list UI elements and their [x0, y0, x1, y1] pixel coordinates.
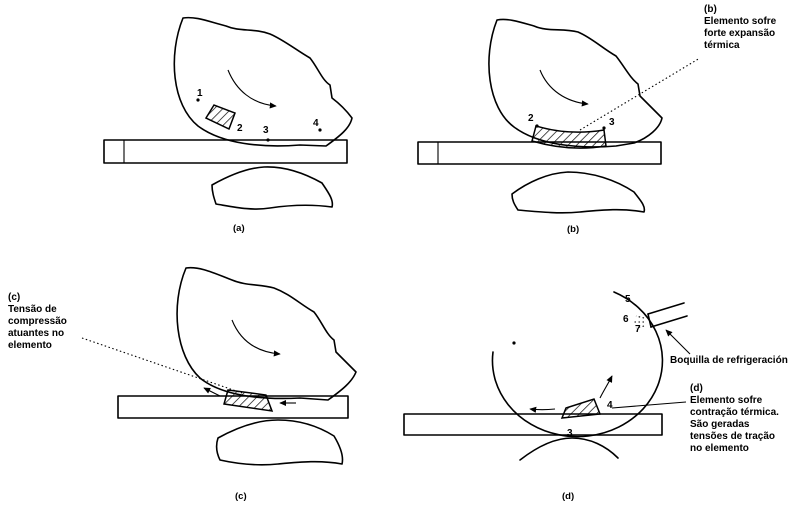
annotation-c-line-3: atuantes no [8, 328, 64, 339]
nozzle-leader-arrow [666, 330, 690, 354]
annotation-c-tag: (c) [8, 292, 20, 303]
rotation-arrow-b [540, 70, 588, 104]
point-label-5: 5 [625, 294, 631, 305]
lower-roll-b [512, 172, 644, 213]
point-marker-2b [535, 124, 538, 127]
point-label-4d: 4 [607, 400, 613, 411]
point-label-3b: 3 [609, 117, 615, 128]
annotation-d-tag: (d) [690, 383, 703, 394]
annotation-b-line-2: forte expansão [704, 28, 775, 39]
panel-c: (c) Tensão de compressão atuantes no ele… [8, 268, 356, 502]
point-label-3d: 3 [567, 428, 573, 439]
roll-d-center [512, 341, 515, 344]
panel-a: 1 2 3 4 (a) [104, 18, 352, 234]
point-marker-4 [318, 128, 321, 131]
annotation-c-line-1: Tensão de [8, 304, 57, 315]
annotation-b-line-3: térmica [704, 40, 740, 51]
hatched-element-a [206, 105, 235, 129]
cooling-nozzle [634, 303, 687, 328]
point-label-2b: 2 [528, 113, 534, 124]
lower-roll-d [520, 438, 618, 460]
annotation-d-line-2: contração térmica. [690, 407, 779, 418]
point-label-1: 1 [197, 88, 203, 99]
annotation-d-line-4: tensões de tração [690, 431, 775, 442]
panel-d: 5 6 7 4 3 Boquilla de refrigeración (d) … [404, 292, 788, 502]
lower-roll-c [217, 420, 343, 465]
rotation-arrow-a [228, 70, 276, 106]
hatched-element-b [532, 126, 606, 148]
rotation-arrow-c [232, 320, 280, 354]
point-label-6: 6 [623, 314, 629, 325]
rotation-arrow-d-up [600, 376, 612, 398]
point-marker-3 [266, 138, 269, 141]
rotation-arrow-d-left [530, 409, 555, 410]
point-label-3: 3 [263, 125, 269, 136]
hatched-element-c [224, 390, 272, 411]
point-label-7: 7 [635, 324, 641, 335]
caption-d: (d) [562, 491, 574, 502]
point-label-2: 2 [237, 123, 243, 134]
roll-b [489, 19, 662, 146]
panel-b: 2 3 (b) Elemento sofre forte expansão té… [418, 4, 777, 235]
annotation-c-line-2: compressão [8, 316, 67, 327]
annotation-b-tag: (b) [704, 4, 717, 15]
caption-b: (b) [567, 224, 579, 235]
annotation-b-line-1: Elemento sofre [704, 16, 777, 27]
annotation-d-line-3: São geradas [690, 419, 750, 430]
annotation-d-line-1: Elemento sofre [690, 395, 763, 406]
hatched-element-d [562, 399, 600, 418]
caption-c: (c) [235, 491, 247, 502]
point-marker-3b [602, 126, 605, 129]
annotation-d-line-5: no elemento [690, 443, 749, 454]
caption-a: (a) [233, 223, 245, 234]
lower-roll-a [212, 167, 332, 209]
point-label-4: 4 [313, 118, 319, 129]
nozzle-label: Boquilla de refrigeración [670, 355, 788, 366]
annotation-c-line-4: elemento [8, 340, 52, 351]
leader-line-c [82, 338, 242, 393]
strip-upper-a [104, 140, 347, 163]
